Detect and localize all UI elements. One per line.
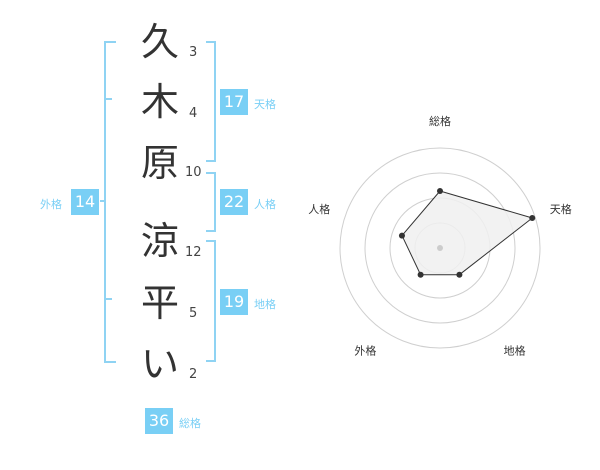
- stroke-count-3: 10: [185, 165, 202, 180]
- tenkaku-label: 天格: [254, 98, 276, 111]
- radar-axis-label-2: 天格: [550, 202, 572, 216]
- name-char-2: 木: [140, 80, 179, 124]
- chikaku-label: 地格: [254, 298, 276, 311]
- name-char-4: 涼: [140, 219, 179, 263]
- radar-center-dot: [437, 245, 443, 251]
- stroke-count-1: 3: [189, 45, 198, 60]
- gaikaku-tick: [100, 200, 104, 202]
- soukaku-score: 36: [145, 408, 173, 434]
- radar-ring-4: [339, 147, 541, 349]
- tenkaku-bracket: [206, 41, 216, 162]
- gaikaku-label: 外格: [40, 198, 62, 211]
- stroke-count-4: 12: [185, 245, 202, 260]
- gaikaku-score: 14: [71, 189, 99, 215]
- radar-ring-3: [364, 172, 516, 324]
- radar-point-4: [417, 271, 424, 278]
- tenkaku-score: 17: [220, 89, 248, 115]
- jinkaku-score: 22: [220, 189, 248, 215]
- soukaku-label: 総格: [179, 417, 201, 430]
- name-char-6: い: [140, 342, 179, 386]
- radar-points: [398, 188, 536, 278]
- stroke-count-5: 5: [189, 306, 198, 321]
- name-char-1: 久: [140, 20, 179, 64]
- radar-point-1: [437, 188, 443, 194]
- name-char-5: 平: [140, 281, 179, 325]
- jinkaku-label: 人格: [254, 198, 276, 211]
- radar-point-5: [398, 232, 405, 239]
- gaikaku-tick-top: [104, 98, 112, 100]
- chikaku-bracket: [206, 240, 216, 362]
- jinkaku-bracket: [206, 172, 216, 232]
- radar-axis-label-5: 人格: [308, 202, 330, 216]
- radar-point-3: [456, 271, 463, 278]
- radar-point-2: [529, 215, 536, 222]
- radar-axis-label-4: 外格: [354, 344, 376, 358]
- gaikaku-bracket: [104, 41, 116, 363]
- name-char-3: 原: [140, 141, 179, 185]
- stroke-count-2: 4: [189, 106, 198, 121]
- radar-axis-label-1: 総格: [429, 114, 451, 128]
- gaikaku-tick-bottom: [104, 298, 112, 300]
- stroke-count-6: 2: [189, 367, 198, 382]
- radar-axis-label-3: 地格: [504, 344, 526, 358]
- radar-polygon: [401, 190, 534, 276]
- chikaku-score: 19: [220, 289, 248, 315]
